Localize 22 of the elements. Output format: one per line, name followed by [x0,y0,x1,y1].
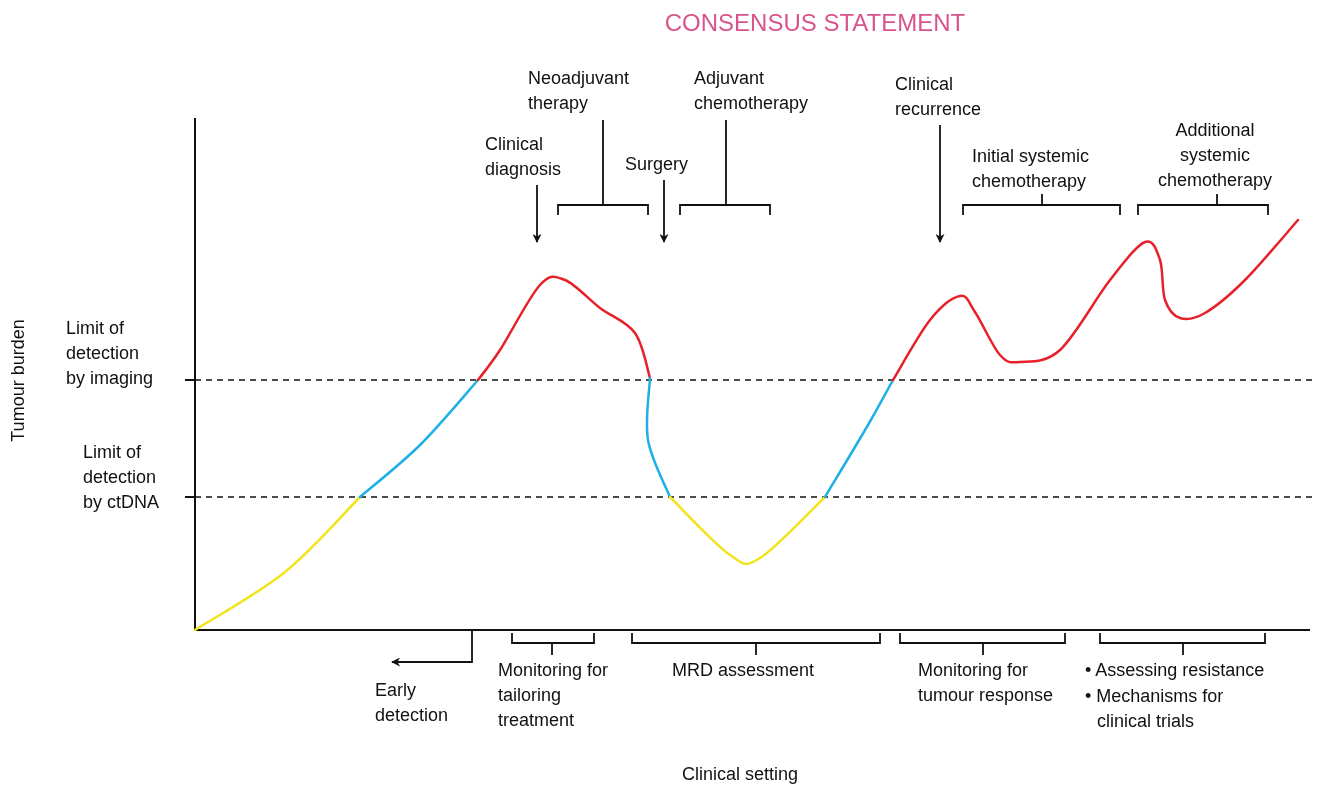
arrow [659,179,669,243]
text-label: • Mechanisms for clinical trials [1085,685,1225,733]
text-label: Initial systemic chemotherapy [972,145,1091,193]
text-label: Additional systemic chemotherapy [1156,119,1274,192]
text-label: Limit of detection by ctDNA [83,441,161,514]
annotation-label: Early detection [375,678,470,728]
text-label: Limit of detection by imaging [66,317,155,390]
title: CONSENSUS STATEMENT [663,8,967,38]
text-label: Monitoring for tailoring treatment [498,659,610,732]
arrow [935,124,945,243]
text-label: Neoadjuvant therapy [528,67,631,115]
text-label: Adjuvant chemotherapy [694,67,810,115]
annotation-label: Clinical recurrence [895,72,1005,122]
axis-title: Clinical setting [680,763,800,786]
text-label: • Assessing resistance [1085,659,1266,682]
arrow [532,184,542,243]
text-label: MRD assessment [672,659,816,682]
arrow [391,629,473,667]
text-label: Monitoring for tumour response [918,659,1055,707]
annotation-label: Clinical diagnosis [485,132,585,182]
axis-title: Tumour burden [6,318,29,444]
annotation-label: Surgery [625,152,705,177]
